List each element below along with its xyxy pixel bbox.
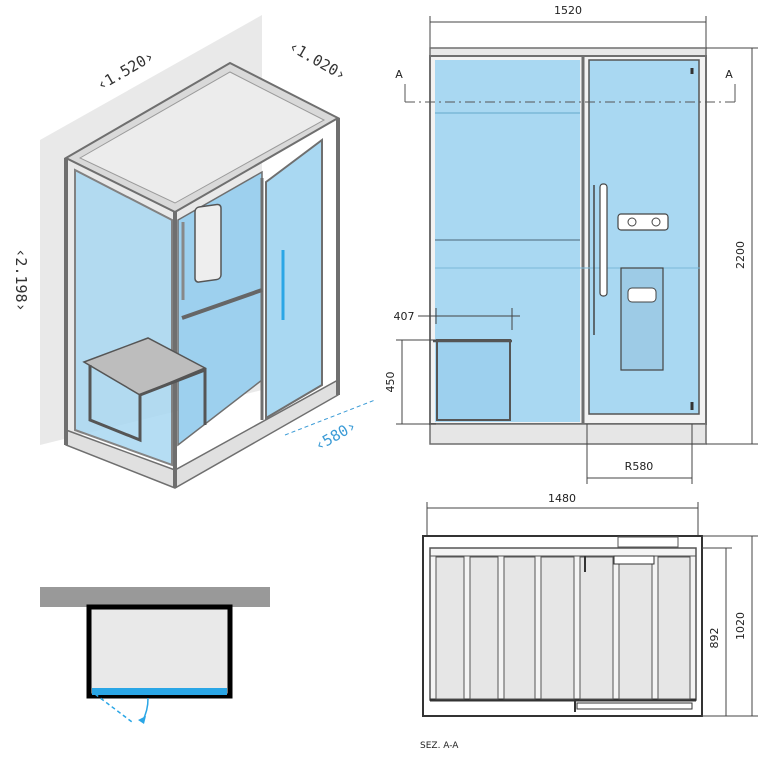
section-mark-left: A xyxy=(395,68,403,81)
front-base xyxy=(429,423,707,445)
section-caption: SEZ. A-A xyxy=(420,741,459,751)
top-dim-depth-outer: 1020 xyxy=(734,612,747,640)
front-dim-height: 2200 xyxy=(734,241,747,269)
section-fixture xyxy=(617,536,679,548)
iso-bench-legs xyxy=(88,365,207,443)
section-slat xyxy=(540,556,575,700)
iso-dim-depth: ‹1.020› xyxy=(286,37,350,84)
iso-bench-top xyxy=(82,337,207,396)
mixer-knob-icon xyxy=(627,217,637,227)
front-dim-width: 1520 xyxy=(554,4,582,17)
iso-dim-height: ‹2.198› xyxy=(12,248,30,311)
plan-cabin xyxy=(86,604,233,699)
iso-shelf xyxy=(181,288,263,320)
section-door xyxy=(576,702,693,710)
mixer-knob-icon xyxy=(651,217,661,227)
section-mixer xyxy=(613,555,655,565)
plan-arrow-icon xyxy=(138,716,146,724)
front-dim-seat-height: 450 xyxy=(384,372,397,393)
shower-panel-head xyxy=(627,287,657,303)
front-view: 1520 A A 407 xyxy=(384,4,758,484)
iso-door-dim-line xyxy=(284,399,376,436)
plan-door-swing xyxy=(94,693,133,723)
shower-panel xyxy=(620,267,664,371)
plan-schematic xyxy=(40,587,270,724)
top-view: 1480 892 1020 SEZ. A-A xyxy=(420,492,758,751)
section-slat xyxy=(503,556,536,700)
front-roof xyxy=(429,47,707,57)
section-slat xyxy=(618,556,653,700)
isometric-view: ‹1.520› ‹1.020› ‹2.198› ‹580› xyxy=(12,15,376,489)
section-slat xyxy=(657,556,691,700)
section-slat xyxy=(469,556,499,700)
section-slat xyxy=(579,556,614,700)
plan-door-glass xyxy=(92,688,227,695)
front-dim-door-radius: R580 xyxy=(625,460,654,473)
top-dim-depth-inner: 892 xyxy=(708,628,721,649)
top-dim-width: 1480 xyxy=(548,492,576,505)
section-mark-right: A xyxy=(725,68,733,81)
section-slat xyxy=(435,556,465,700)
front-dim-shelf-width: 407 xyxy=(394,310,415,323)
iso-shower-panel xyxy=(194,203,222,283)
shower-rail xyxy=(599,183,608,297)
iso-side-glass xyxy=(265,138,323,420)
plan-wall xyxy=(40,587,270,607)
iso-roof-inner xyxy=(78,71,326,204)
front-bench xyxy=(436,339,511,421)
